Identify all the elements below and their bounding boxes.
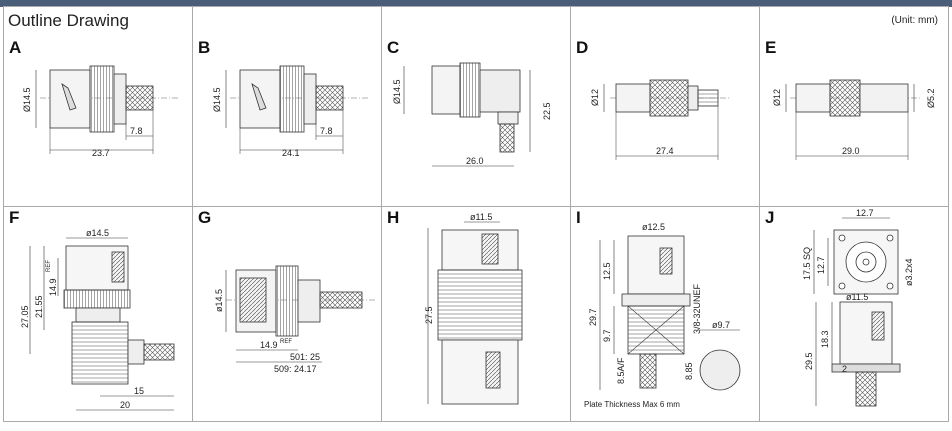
b-dim-1: 7.8	[320, 126, 333, 136]
a-dim-2: 23.7	[92, 148, 110, 158]
i-hex: 8.5A/F	[616, 357, 626, 384]
j-height-4: 2	[842, 364, 847, 374]
g-width-1: 14.9	[260, 340, 278, 350]
label-a: A	[9, 38, 22, 57]
drawing-c	[403, 62, 531, 167]
j-square: 17.5 SQ	[802, 247, 812, 280]
g-ref: REF	[280, 339, 292, 345]
cell-f	[4, 207, 193, 421]
page-title: Outline Drawing	[8, 11, 129, 30]
label-f: F	[9, 208, 20, 227]
f-width-1: 15	[134, 386, 144, 396]
i-diameter-2: ø9.7	[712, 320, 730, 330]
a-diameter: Ø14.5	[22, 87, 32, 112]
drawing-grid	[3, 6, 949, 422]
i-note: Plate Thickness Max 6 mm	[584, 400, 680, 409]
j-diameter: ø11.5	[846, 292, 868, 302]
g-diameter: ø14.5	[214, 289, 224, 312]
label-i: I	[576, 208, 581, 227]
drawing-b	[225, 65, 370, 154]
label-e: E	[765, 38, 777, 57]
i-height-3: 9.7	[602, 329, 612, 342]
i-height-1: 12.5	[602, 262, 612, 280]
d-width: 27.4	[656, 146, 674, 156]
drawing-g	[225, 265, 375, 363]
drawing-e	[785, 79, 920, 160]
label-j: J	[765, 208, 775, 227]
cell-h	[382, 207, 571, 421]
j-width-1: 12.7	[856, 208, 874, 218]
top-bar	[0, 0, 952, 7]
i-diameter: ø12.5	[642, 222, 665, 232]
d-diameter: Ø12	[590, 89, 600, 106]
f-ref: REF	[46, 260, 52, 272]
f-height-1: 27.05	[20, 305, 30, 328]
e-width: 29.0	[842, 146, 860, 156]
i-height-2: 29.7	[588, 308, 598, 326]
label-b: B	[198, 38, 211, 57]
drawing-f	[29, 237, 175, 411]
label-c: C	[387, 38, 400, 57]
a-dim-1: 7.8	[130, 126, 143, 136]
f-diameter: ø14.5	[86, 228, 109, 238]
c-width: 26.0	[466, 156, 484, 166]
cell-b	[193, 7, 382, 207]
drawing-j	[813, 217, 901, 407]
cell-a	[4, 7, 193, 207]
e-diameter-2: Ø5.2	[926, 88, 936, 108]
f-height-3: 14.9	[48, 278, 58, 296]
i-thread: 3/8-32UNEF	[692, 283, 702, 334]
j-height-2: 18.3	[820, 330, 830, 348]
cell-d	[571, 7, 760, 207]
f-width-2: 20	[120, 400, 130, 410]
c-diameter: Ø14.5	[392, 79, 402, 104]
unit-note: (Unit: mm)	[891, 15, 938, 26]
g-width-3: 509: 24.17	[274, 364, 317, 374]
f-height-2: 21.55	[34, 295, 44, 318]
cell-e	[760, 7, 948, 207]
label-d: D	[576, 38, 589, 57]
j-height-3: 29.5	[804, 352, 814, 370]
label-g: G	[198, 208, 212, 227]
j-holes: ø3.2x4	[904, 258, 914, 286]
cell-g	[193, 207, 382, 421]
drawing-d	[603, 79, 730, 160]
drawing-a	[35, 65, 180, 154]
label-h: H	[387, 208, 400, 227]
h-diameter: ø11.5	[470, 212, 492, 222]
cell-i	[571, 207, 760, 421]
cell-c	[382, 7, 571, 207]
b-diameter: Ø14.5	[212, 87, 222, 112]
g-width-2: 501: 25	[290, 352, 320, 362]
b-dim-2: 24.1	[282, 148, 300, 158]
e-diameter: Ø12	[772, 89, 782, 106]
drawing-i	[599, 235, 741, 391]
j-height-1: 12.7	[816, 256, 826, 274]
h-height: 27.5	[424, 306, 434, 324]
c-height: 22.5	[542, 102, 552, 120]
i-height-4: 8.85	[684, 362, 694, 380]
drawing-h	[427, 221, 523, 405]
